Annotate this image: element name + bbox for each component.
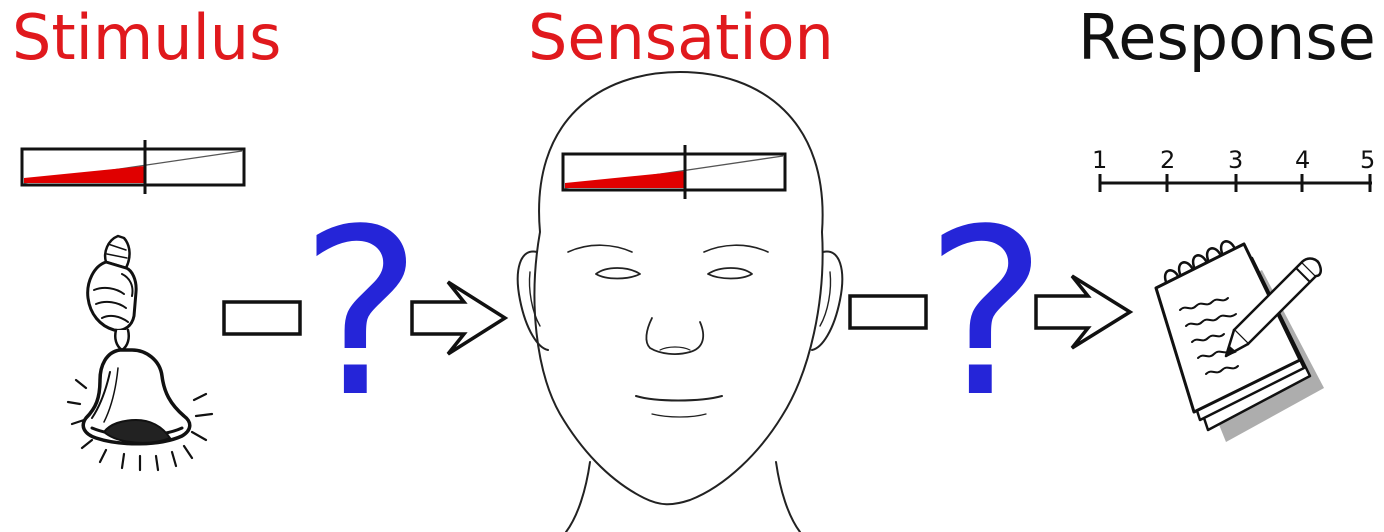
sensation-meter	[563, 145, 785, 199]
stimulus-meter	[22, 140, 244, 194]
scale-label-1: 1	[1092, 146, 1107, 174]
scale-label-3: 3	[1228, 146, 1243, 174]
scale-label-5: 5	[1360, 146, 1375, 174]
ringing-bell-icon	[68, 236, 212, 470]
scale-label-2: 2	[1160, 146, 1175, 174]
arrow-2-tail	[850, 296, 926, 328]
scale-label-4: 4	[1295, 146, 1310, 174]
question-mark-1: ?	[300, 200, 422, 430]
question-mark-2: ?	[925, 200, 1047, 430]
arrow-1-tail	[224, 302, 300, 334]
notepad-pencil-icon	[1156, 241, 1324, 442]
arrow-2-head	[1036, 276, 1130, 348]
face-icon	[518, 72, 843, 532]
arrow-1-head	[412, 282, 505, 354]
response-scale	[1100, 174, 1372, 192]
